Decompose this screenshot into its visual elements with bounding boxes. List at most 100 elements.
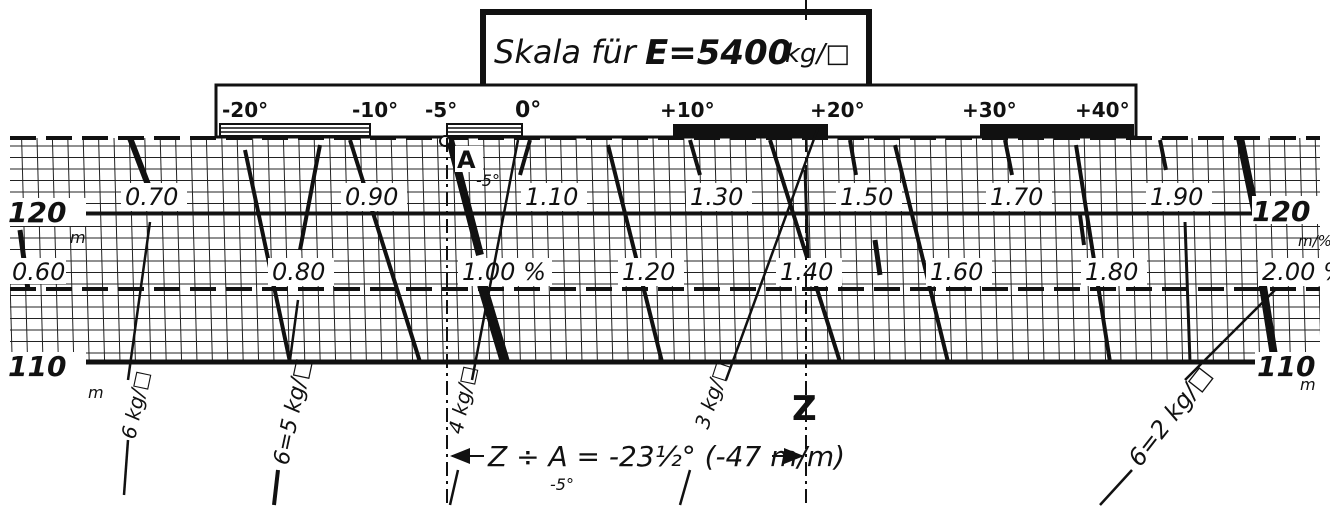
stress-label-6-2: 6=2 kg/□ <box>1123 361 1218 471</box>
upper-row-label-bg <box>121 183 187 211</box>
lower-row-label-bg <box>926 258 992 286</box>
stress-label-3: 3 kg/□ <box>690 359 734 432</box>
grid-vline <box>837 138 845 363</box>
grid-vline <box>760 138 768 363</box>
temp-tick-minus5: -5° <box>425 98 457 122</box>
grid-vline <box>929 138 937 363</box>
grid-vline <box>868 138 876 363</box>
scale-stroke <box>477 283 510 363</box>
grid-vline <box>1206 138 1214 363</box>
right-labels: 120 m/% 110 m <box>1252 195 1330 394</box>
grid-vline <box>621 138 629 363</box>
scale-stroke <box>298 144 322 251</box>
grid-vline <box>36 138 44 363</box>
title-unit: kg/□ <box>785 39 850 69</box>
lower-row-labels: 0.801.00 %1.201.401.601.802.00 % <box>268 258 1330 286</box>
grid-vline <box>282 138 290 363</box>
title-prefix: Skala für <box>494 33 638 71</box>
stress-label-4: 4 kg/□ <box>443 364 481 436</box>
upper-row-label-4: 1.50 <box>840 183 893 211</box>
point-a-sub: -5° <box>476 171 500 190</box>
grid-vline <box>267 138 275 363</box>
lower-row-label-1: 1.00 % <box>462 258 546 286</box>
grid-vline <box>1068 138 1076 363</box>
scale-stroke <box>1183 221 1192 363</box>
grid-vline <box>1052 138 1060 363</box>
grid-vline <box>1268 138 1276 363</box>
grid-vline <box>791 138 799 363</box>
grid-vline <box>436 138 444 363</box>
lower-row-label-5: 1.80 <box>1085 258 1138 286</box>
lower-row-label-bg <box>268 258 334 286</box>
lower-row-label-bg <box>1258 258 1330 286</box>
grid-vline <box>975 138 983 363</box>
equation: Z ÷ A = -23½° (-47 m/m) -5° <box>450 440 845 494</box>
temp-tick-minus10: -10° <box>352 98 398 122</box>
upper-row-label-5: 1.70 <box>990 183 1043 211</box>
lower-row-label-bg <box>618 258 684 286</box>
right-unit-upper: m/% <box>1298 232 1330 250</box>
grid-vline <box>82 138 90 363</box>
title-formula: E=5400 <box>645 33 791 73</box>
equation-sub: -5° <box>550 475 574 494</box>
upper-row-label-1: 0.90 <box>345 183 398 211</box>
grid-vline <box>205 138 213 363</box>
lower-row-label-0: 0.80 <box>272 258 325 286</box>
grid-vline <box>236 138 244 363</box>
point-a-label: A <box>457 146 476 174</box>
upper-row-label-0: 0.70 <box>125 183 178 211</box>
grid-vline <box>606 138 614 363</box>
horizontal-gridlines <box>10 145 1320 354</box>
grid-vline <box>190 138 198 363</box>
left-label-110: 110 <box>8 350 66 383</box>
grid-vline <box>1299 138 1307 363</box>
grid-area <box>10 138 1320 363</box>
grid-vline <box>1222 138 1230 363</box>
right-label-120: 120 <box>1252 195 1310 228</box>
grid-vline <box>1129 138 1137 363</box>
temp-tick-plus10: +10° <box>660 98 715 122</box>
grid-vline <box>883 138 891 363</box>
temp-tick-plus40: +40° <box>1075 98 1130 122</box>
upper-row-label-bg <box>521 183 587 211</box>
grid-vline <box>775 138 783 363</box>
left-unit-upper: m <box>70 228 86 247</box>
lower-row-label-bg <box>1081 258 1147 286</box>
grid-vline <box>113 138 121 363</box>
temp-tick-plus20: +20° <box>810 98 865 122</box>
left-label-120: 120 <box>8 196 66 229</box>
grid-vline <box>575 138 583 363</box>
grid-vline <box>1006 138 1014 363</box>
point-a: A -5° <box>439 135 500 190</box>
temperature-scale: -20° -10° -5° 0° +10° +20° +30° +40° <box>214 83 1138 139</box>
grid-vline <box>375 138 383 363</box>
grid-vline <box>498 138 506 363</box>
grid-vline <box>252 138 260 363</box>
grid-vline <box>1314 138 1320 336</box>
stress-label-6: 6 kg/□ <box>116 369 154 441</box>
grid-vline <box>1283 138 1291 363</box>
scale-stroke <box>872 239 883 276</box>
grid-vline <box>51 138 59 363</box>
grid-vline <box>590 138 598 363</box>
grid-vline <box>544 138 552 363</box>
grid-vline <box>98 138 106 363</box>
lower-row-label-bg <box>776 258 842 286</box>
grid-vline <box>344 138 352 363</box>
grid-vline <box>714 138 722 363</box>
grid-vline <box>1191 138 1199 363</box>
upper-row-label-bg <box>836 183 902 211</box>
grid-vline <box>1037 138 1045 363</box>
left-unit-lower: m <box>88 383 104 402</box>
lower-row-label-2: 1.20 <box>622 258 675 286</box>
point-z-label: Z <box>792 389 817 429</box>
grid-vline <box>406 138 414 363</box>
grid-vline <box>467 138 475 363</box>
grid-vline <box>421 138 429 363</box>
equation-main: Z ÷ A = -23½° (-47 m/m) <box>487 440 845 473</box>
grid-vline <box>1160 138 1168 363</box>
grid-vline <box>128 138 136 363</box>
grid-vline <box>329 138 337 363</box>
grid-vline <box>960 138 968 363</box>
